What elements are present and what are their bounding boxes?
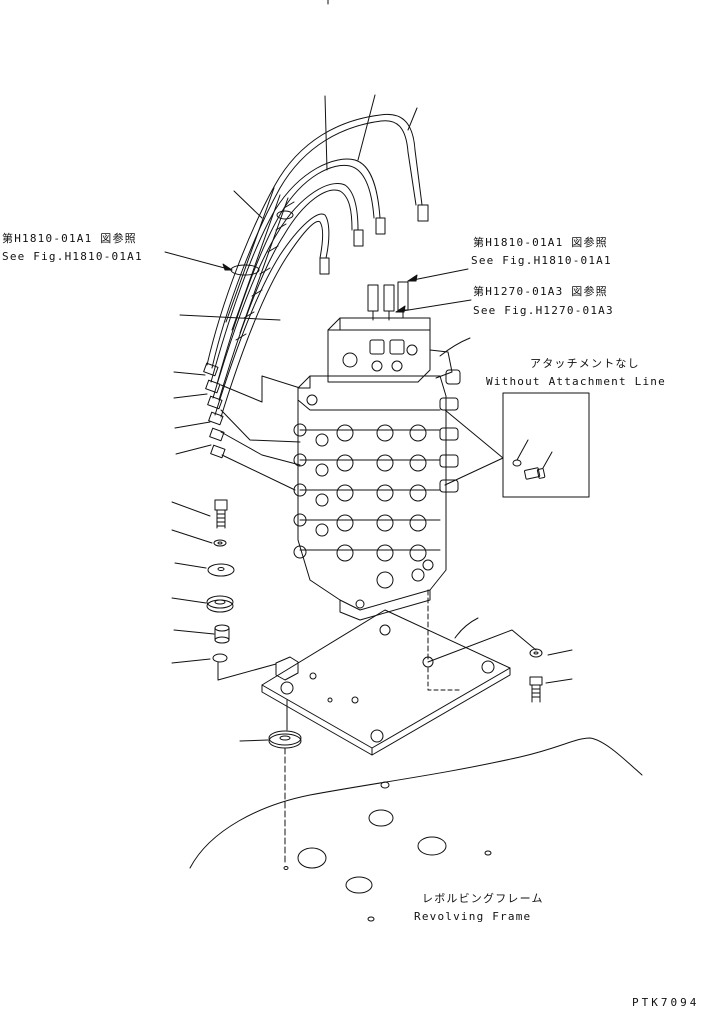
ref-h1270-en-label: See Fig.H1270-01A3 bbox=[473, 304, 614, 317]
ref-h1810-right-jp-label: 第H1810-01A1 図参照 bbox=[473, 236, 608, 249]
fastener-parts-column bbox=[171, 499, 302, 863]
revolving-frame-jp-label: レボルビングフレーム bbox=[422, 892, 544, 905]
without-attachment-jp-label: アタッチメントなし bbox=[530, 357, 640, 370]
without-attachment-inset bbox=[502, 392, 590, 498]
ref-h1270-jp-label: 第H1270-01A3 図参照 bbox=[473, 285, 608, 298]
mounting-bracket-plate bbox=[261, 589, 511, 756]
ref-h1810-left-jp-label: 第H1810-01A1 図参照 bbox=[2, 232, 137, 245]
right-fasteners bbox=[529, 648, 543, 703]
ref-h1810-right-en-label: See Fig.H1810-01A1 bbox=[471, 254, 612, 267]
leader-lines bbox=[164, 94, 573, 742]
drawing-code-label: PTK7094 bbox=[632, 996, 700, 1009]
revolving-frame bbox=[189, 737, 643, 922]
ref-h1810-left-en-label: See Fig.H1810-01A1 bbox=[2, 250, 143, 263]
without-attachment-en-label: Without Attachment Line bbox=[486, 375, 666, 388]
control-valve-assembly bbox=[293, 317, 461, 621]
revolving-frame-en-label: Revolving Frame bbox=[414, 910, 532, 923]
hydraulic-hoses bbox=[203, 113, 429, 459]
